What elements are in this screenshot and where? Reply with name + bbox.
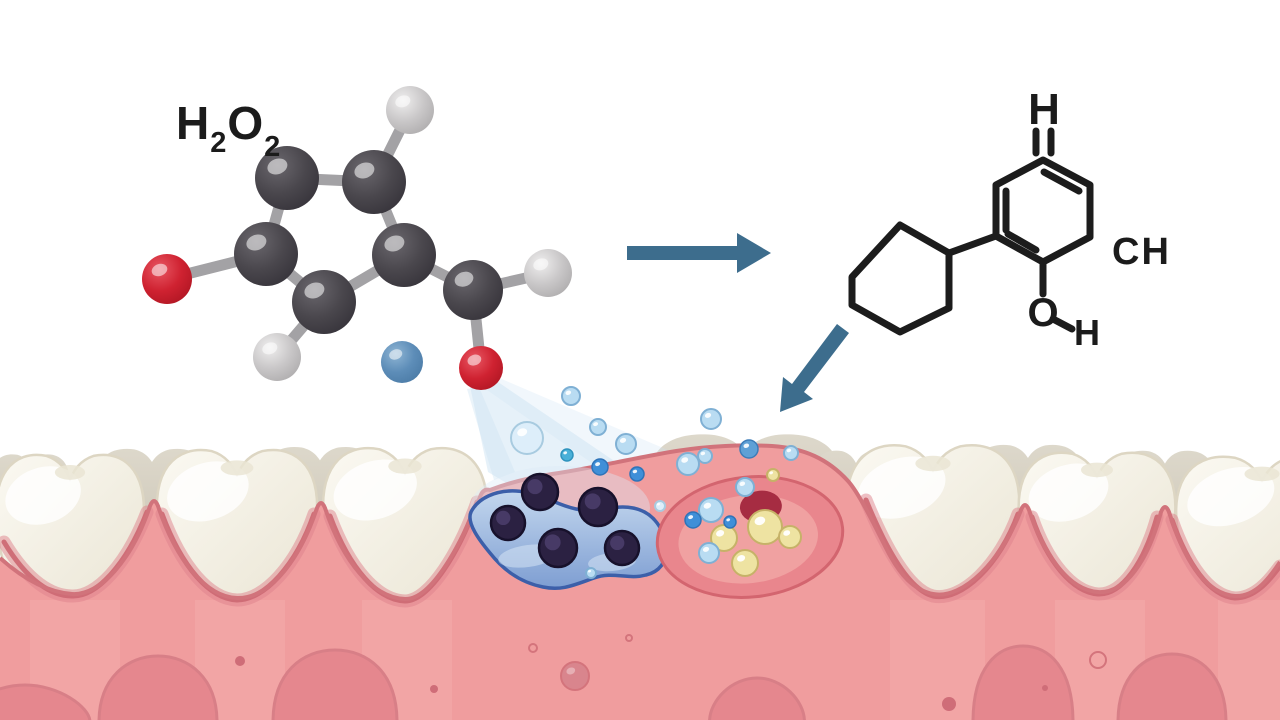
gum-root [971, 644, 1075, 720]
oxygen-atom [142, 254, 192, 304]
hydrogen-atom [524, 249, 572, 297]
arrow-down-left-icon [780, 324, 849, 412]
formula-o: O [227, 97, 265, 149]
gum-root [97, 654, 219, 720]
tooth [845, 444, 1021, 610]
plaque-pocket [468, 466, 668, 591]
hydrogen-atom [253, 333, 301, 381]
oxygen-bubbles [510, 386, 799, 579]
h2o2-formula-label: H2O2 [176, 97, 281, 162]
gum-root [1116, 652, 1228, 720]
bubble [698, 497, 724, 523]
bubble [735, 477, 755, 497]
gum-pocket-oval [655, 475, 845, 599]
bubble [654, 500, 666, 512]
skeletal-bond [1040, 168, 1083, 195]
bacteria-ball [537, 527, 579, 569]
carbon-atom [372, 223, 436, 287]
ring [848, 221, 953, 336]
oxygen-atom [459, 346, 503, 390]
bubble [629, 466, 645, 482]
hydrogen-atom [386, 86, 434, 134]
bubble [510, 421, 544, 455]
bubble [684, 511, 702, 529]
formula-h1: H [176, 97, 211, 149]
bubble [589, 418, 607, 436]
bubble [723, 515, 737, 529]
bubble [560, 448, 574, 462]
bubble [561, 386, 581, 406]
skeletal-bond [945, 232, 1000, 257]
skeletal-label-o: O [1027, 291, 1059, 335]
bubble [676, 452, 700, 476]
carbon-atom [292, 270, 356, 334]
formula-sub1: 2 [210, 127, 228, 159]
bubble [591, 458, 609, 476]
reaction-arrows [627, 233, 849, 412]
skeletal-label-ch: CH [1112, 231, 1171, 273]
bacteria-ball [577, 486, 619, 528]
gum-root [708, 676, 806, 720]
yellow-bubble [778, 525, 802, 549]
radical-atom [381, 341, 423, 383]
yellow-bubble [747, 509, 783, 545]
gum-root [271, 648, 399, 720]
carbon-atom [342, 150, 406, 214]
bubble [698, 542, 720, 564]
bacteria-ball [603, 529, 641, 567]
bubble [697, 448, 713, 464]
bubble [783, 445, 799, 461]
arrow-right-icon [627, 233, 771, 273]
carbon-atom [234, 222, 298, 286]
skeletal-label-h-top: H [1028, 85, 1060, 134]
bacteria-ball [520, 472, 560, 512]
carbon-atom [255, 146, 319, 210]
skeletal-bond [1004, 230, 1040, 254]
beam-ray [467, 387, 515, 480]
carbon-atom [443, 260, 503, 320]
skeletal-bond [1049, 315, 1076, 333]
bacteria-ball [489, 504, 527, 542]
skeletal-label-h-oh: H [1074, 312, 1100, 353]
yellow-bubble [731, 549, 759, 577]
bubble [700, 408, 722, 430]
bubble [739, 439, 759, 459]
gum-root [0, 683, 92, 720]
gums [0, 443, 1280, 720]
bubble [585, 567, 597, 579]
formula-sub2: 2 [264, 131, 282, 163]
skeletal-structure [848, 127, 1094, 336]
bubble [615, 433, 637, 455]
hydrogen-peroxide-molecule [142, 86, 572, 390]
bubble [766, 468, 780, 482]
